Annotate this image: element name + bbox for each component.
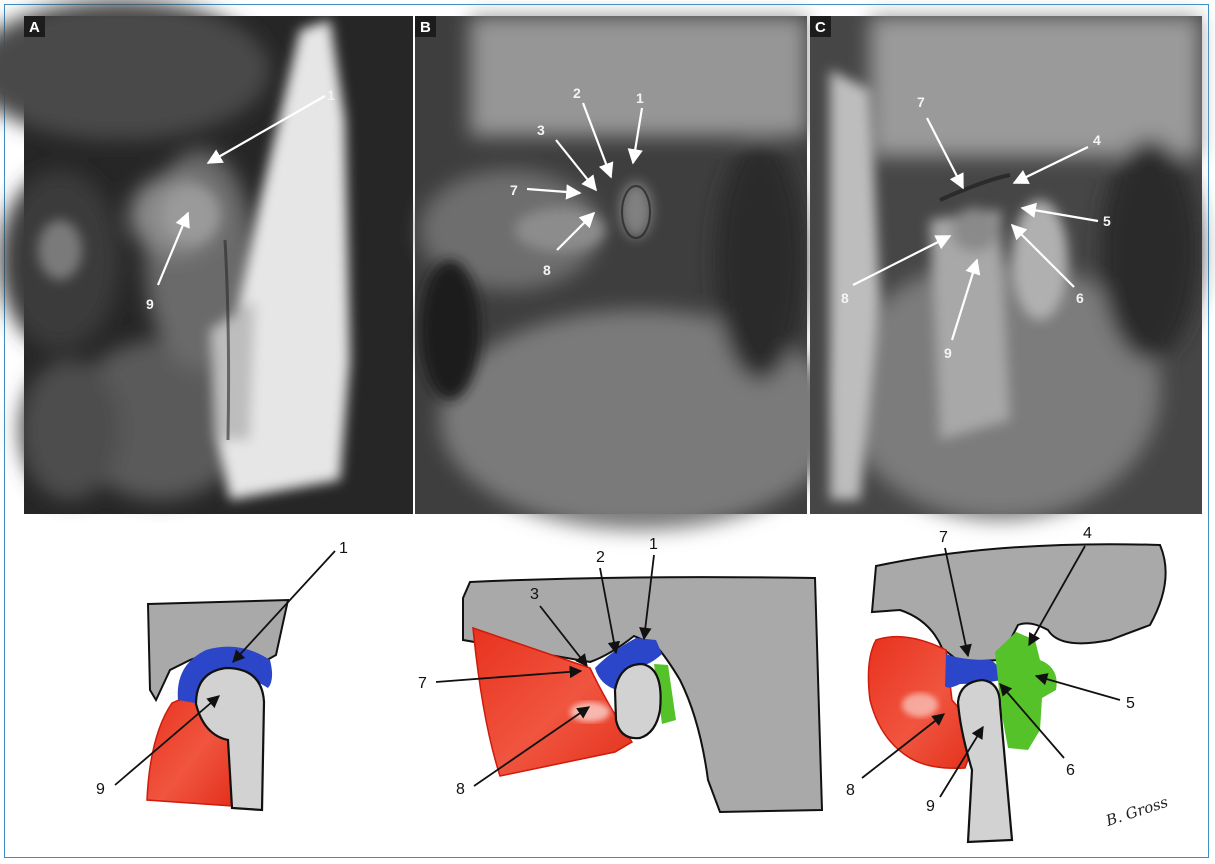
- drawing-c-label-8: 8: [846, 782, 855, 799]
- drawing-panel-b: 1 2 3 7 8: [418, 536, 822, 812]
- mri-b-label-1: 1: [636, 90, 644, 106]
- artist-signature: B. Gross: [1103, 793, 1171, 830]
- mri-c-label-4: 4: [1093, 132, 1101, 148]
- mri-a-label-9: 9: [146, 296, 154, 312]
- drawing-c-label-5: 5: [1126, 695, 1135, 712]
- panel-b-letter: B: [420, 19, 431, 36]
- panel-c-letter: C: [815, 19, 826, 36]
- drawing-b-label-1: 1: [649, 536, 658, 553]
- drawing-b-label-7: 7: [418, 675, 427, 692]
- mri-c-label-9: 9: [944, 345, 952, 361]
- mri-b-label-2: 2: [573, 85, 581, 101]
- mri-c-label-5: 5: [1103, 213, 1111, 229]
- mri-panel-a: A 1 9: [0, 0, 413, 514]
- panel-a-letter: A: [29, 19, 40, 36]
- drawing-c-label-4: 4: [1083, 525, 1092, 542]
- drawing-b-label-8: 8: [456, 781, 465, 798]
- drawing-c-label-7: 7: [939, 529, 948, 546]
- mri-b-label-7: 7: [510, 182, 518, 198]
- mri-c-label-6: 6: [1076, 290, 1084, 306]
- mri-a-label-1: 1: [327, 87, 335, 103]
- drawing-c-label-9: 9: [926, 798, 935, 815]
- mri-b-label-8: 8: [543, 262, 551, 278]
- mri-c-label-8: 8: [841, 290, 849, 306]
- drawing-b-condyle: [615, 664, 661, 738]
- mri-c-label-7: 7: [917, 94, 925, 110]
- drawing-a-label-9: 9: [96, 781, 105, 798]
- drawing-c-label-6: 6: [1066, 762, 1075, 779]
- mri-panel-b: B 1 2 3 7 8: [415, 16, 840, 530]
- drawing-b-label-2: 2: [596, 549, 605, 566]
- mri-panel-c: C 7 4 5 6 8 9: [810, 16, 1202, 520]
- drawing-panel-c: 7 4 5 6 8 9 B. Gross: [846, 525, 1171, 842]
- drawing-a-label-1: 1: [339, 540, 348, 557]
- drawing-c-ligament: [995, 632, 1057, 750]
- drawing-panel-a: 1 9: [96, 540, 348, 810]
- mri-b-label-3: 3: [537, 122, 545, 138]
- drawing-b-label-3: 3: [530, 586, 539, 603]
